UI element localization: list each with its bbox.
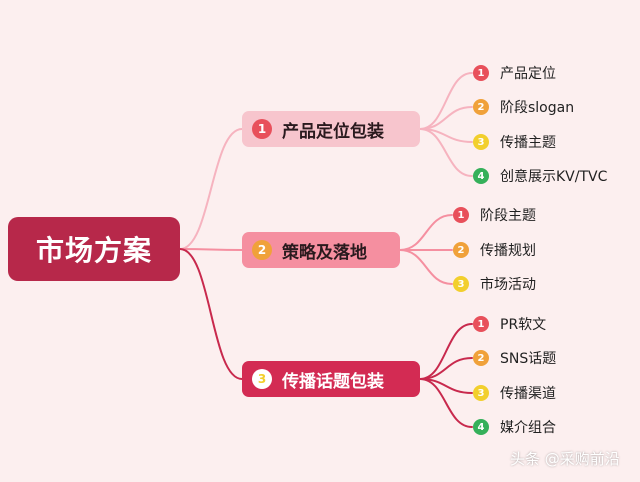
leaf-item[interactable]: 1 PR软文 (473, 313, 546, 335)
connector-branch3-leaf2 (419, 357, 473, 380)
root-node[interactable]: 市场方案 (8, 217, 180, 281)
connector-root-branch3 (179, 248, 243, 380)
leaf-label: 产品定位 (500, 66, 556, 82)
connector-branch1-leaf4 (419, 128, 473, 177)
number-badge-icon: 3 (252, 369, 272, 389)
connector-root-branch1 (179, 128, 243, 250)
leaf-label: SNS话题 (500, 351, 557, 367)
branch-label: 策略及落地 (282, 242, 367, 263)
branch-product-positioning[interactable]: 1 产品定位包装 (242, 111, 420, 147)
leaf-label: 市场活动 (480, 277, 536, 293)
connector-branch1-leaf1 (419, 72, 473, 130)
number-badge-icon: 2 (473, 99, 489, 115)
watermark: 头条 @采购前沿 (510, 450, 620, 468)
number-badge-icon: 1 (473, 65, 489, 81)
leaf-item[interactable]: 3 市场活动 (453, 273, 536, 295)
root-label: 市场方案 (35, 234, 152, 267)
connector-branch2-leaf1 (399, 214, 453, 251)
leaf-item[interactable]: 4 创意展示KV/TVC (473, 165, 607, 187)
connector-branch3-leaf4 (419, 378, 473, 428)
leaf-item[interactable]: 2 SNS话题 (473, 347, 556, 369)
number-badge-icon: 4 (473, 419, 489, 435)
branch-communication-topics[interactable]: 3 传播话题包装 (242, 361, 420, 397)
number-badge-icon: 3 (473, 385, 489, 401)
number-badge-icon: 2 (252, 240, 272, 260)
connector-root-branch2 (179, 248, 243, 251)
leaf-item[interactable]: 1 阶段主题 (453, 204, 536, 226)
leaf-label: 传播主题 (500, 135, 556, 151)
leaf-item[interactable]: 1 产品定位 (473, 62, 556, 84)
branch-label: 传播话题包装 (282, 371, 384, 392)
leaf-item[interactable]: 3 传播主题 (473, 131, 556, 153)
number-badge-icon: 2 (473, 350, 489, 366)
leaf-item[interactable]: 2 传播规划 (453, 239, 536, 261)
leaf-label: 传播渠道 (500, 386, 556, 402)
leaf-label: 传播规划 (480, 243, 536, 259)
branch-strategy[interactable]: 2 策略及落地 (242, 232, 400, 268)
leaf-item[interactable]: 4 媒介组合 (473, 416, 556, 438)
leaf-label: 创意展示KV/TVC (500, 169, 608, 185)
number-badge-icon: 4 (473, 168, 489, 184)
number-badge-icon: 1 (453, 207, 469, 223)
branch-label: 产品定位包装 (282, 121, 384, 142)
number-badge-icon: 1 (473, 316, 489, 332)
leaf-label: 阶段主题 (480, 208, 536, 224)
number-badge-icon: 3 (453, 276, 469, 292)
leaf-label: PR软文 (500, 317, 547, 333)
number-badge-icon: 1 (252, 119, 272, 139)
leaf-item[interactable]: 3 传播渠道 (473, 382, 556, 404)
connector-branch1-leaf2 (419, 106, 473, 130)
number-badge-icon: 2 (453, 242, 469, 258)
connector-branch3-leaf1 (419, 323, 473, 380)
number-badge-icon: 3 (473, 134, 489, 150)
leaf-label: 媒介组合 (500, 420, 556, 436)
connector-branch2-leaf3 (399, 249, 453, 285)
leaf-label: 阶段slogan (500, 100, 575, 116)
leaf-item[interactable]: 2 阶段slogan (473, 96, 574, 118)
